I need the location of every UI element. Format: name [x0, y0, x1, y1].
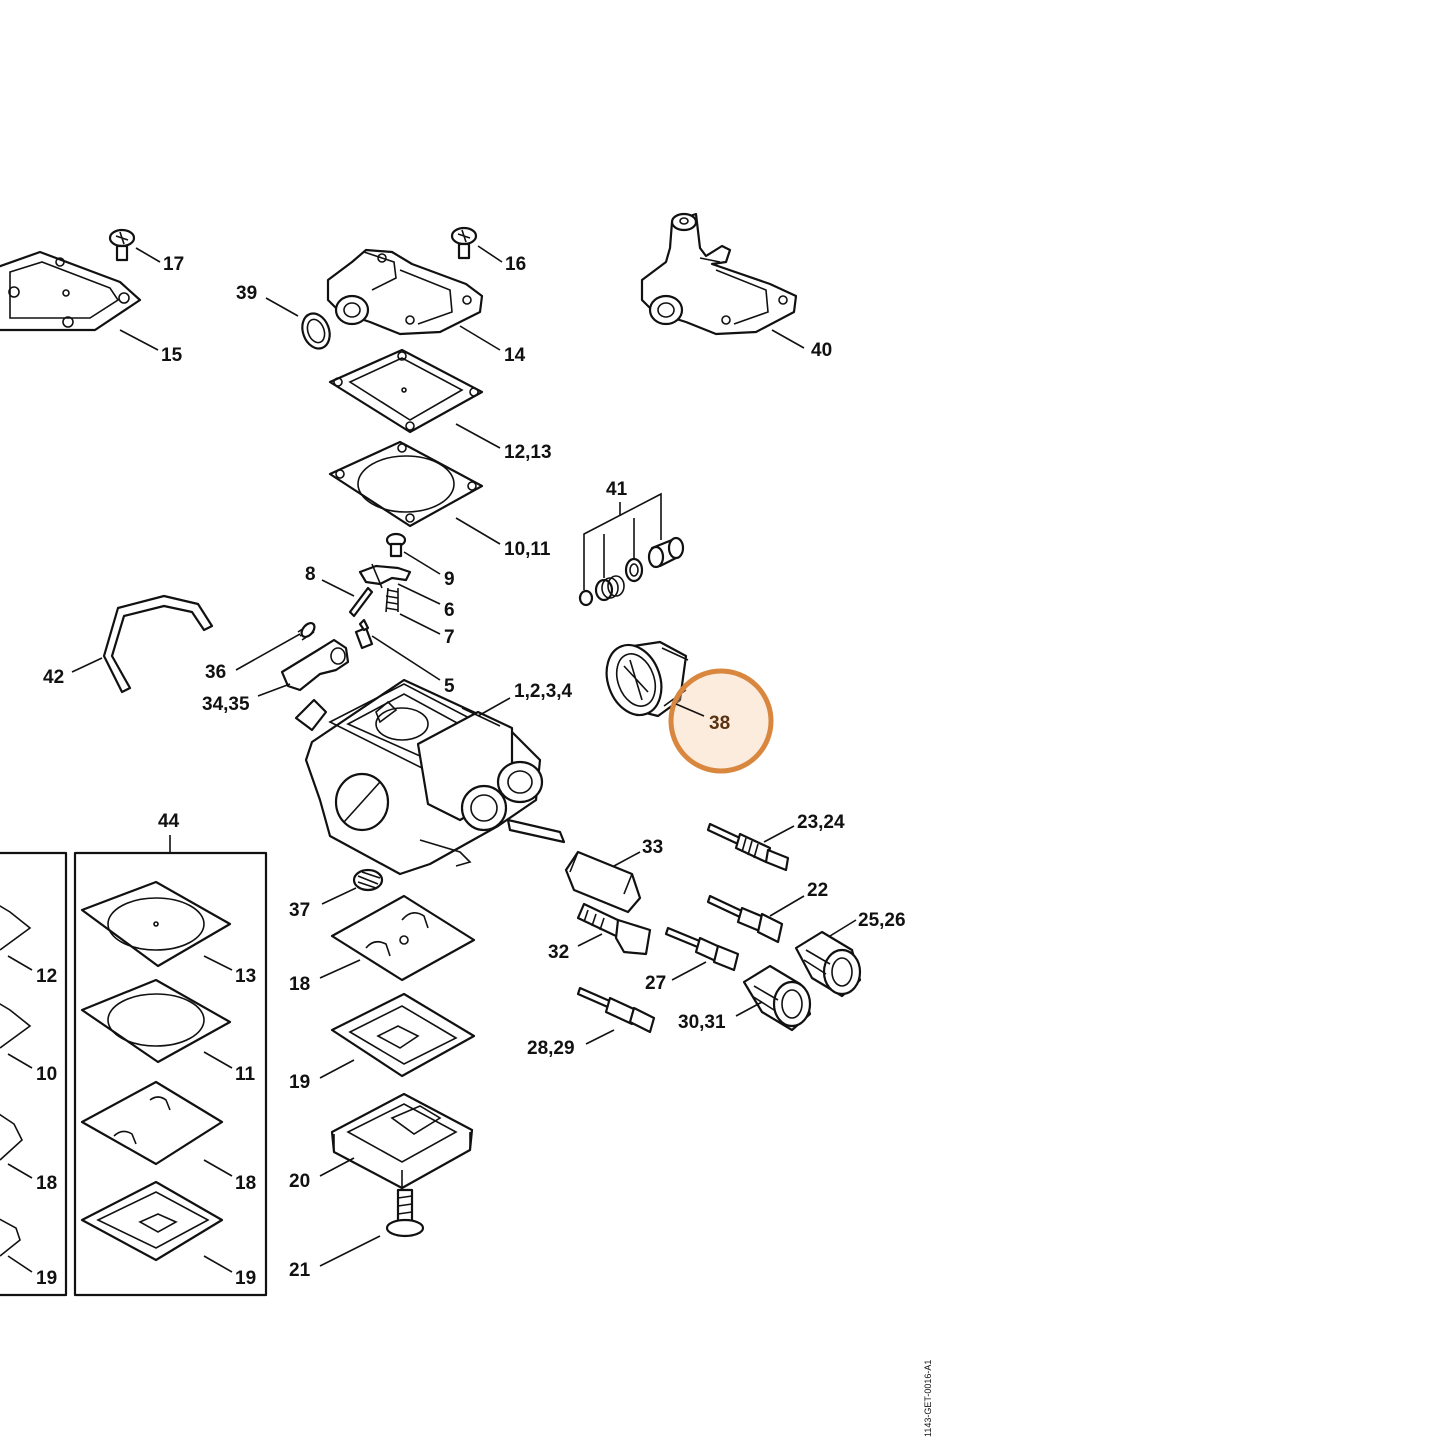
label-42: 42 [43, 667, 64, 688]
label-40: 40 [811, 340, 832, 361]
part-25-26-limiter-cap[interactable] [794, 930, 862, 998]
label-1-2-3-4: 1,2,3,4 [514, 681, 573, 702]
part-17-screw[interactable] [108, 228, 136, 262]
kit-label-13: 13 [235, 966, 256, 987]
part-22-adjusting-screw[interactable] [706, 894, 784, 944]
label-6: 6 [444, 600, 455, 621]
part-18-valve-plate[interactable] [330, 894, 476, 982]
label-22: 22 [807, 880, 828, 901]
part-38-pump-ring[interactable] [597, 637, 689, 722]
label-10-11: 10,11 [504, 539, 551, 560]
label-8: 8 [305, 564, 316, 585]
part-1-4-carburetor-body[interactable] [294, 678, 566, 876]
label-32: 32 [548, 942, 569, 963]
kit-label-11: 11 [235, 1064, 256, 1085]
part-37-strainer[interactable] [352, 868, 384, 892]
highlighted-label-38: 38 [709, 713, 730, 734]
label-12-13: 12,13 [504, 442, 552, 463]
part-12-13-diaphragm[interactable] [328, 348, 484, 434]
drawing-id: 1143-GET-0016-A1 [918, 1342, 936, 1442]
partial-kit-label-12: 12 [36, 966, 57, 987]
partial-kit-label-10: 10 [36, 1064, 57, 1085]
part-15-cover[interactable] [0, 250, 142, 332]
part-14-pump-cover[interactable] [326, 248, 484, 336]
label-21: 21 [289, 1260, 311, 1281]
part-10-11-gasket[interactable] [328, 440, 484, 528]
part-33-housing[interactable] [564, 850, 642, 914]
label-18: 18 [289, 974, 310, 995]
label-23-24: 23,24 [797, 812, 845, 833]
label-17: 17 [163, 254, 184, 275]
kit-label-18: 18 [235, 1173, 256, 1194]
label-25-26: 25,26 [858, 910, 906, 931]
part-19-gasket[interactable] [330, 992, 476, 1078]
part-20-end-cover[interactable] [330, 1092, 474, 1190]
kit-44-box[interactable] [73, 835, 268, 1297]
part-5-needle-valve[interactable] [354, 618, 374, 650]
label-37: 37 [289, 900, 310, 921]
label-15: 15 [161, 345, 183, 366]
label-7: 7 [444, 627, 455, 648]
part-30-31-limiter-cap[interactable] [742, 964, 812, 1032]
label-16: 16 [505, 254, 526, 275]
label-30-31: 30,31 [678, 1012, 726, 1033]
part-7-spring[interactable] [385, 587, 399, 613]
part-36-spring[interactable] [297, 621, 317, 641]
part-40-pump-cover[interactable] [640, 212, 798, 336]
part-23-24-adjusting-screw[interactable] [706, 822, 790, 872]
label-41: 41 [606, 479, 628, 500]
part-27-adjusting-screw[interactable] [664, 926, 740, 972]
label-5: 5 [444, 676, 455, 697]
part-39-o-ring[interactable] [298, 310, 335, 353]
label-14: 14 [504, 345, 526, 366]
part-28-29-adjusting-screw[interactable] [576, 986, 656, 1034]
kit-label-19: 19 [235, 1268, 256, 1289]
partial-kit-label-19: 19 [36, 1268, 57, 1289]
part-8-pin[interactable] [348, 586, 374, 618]
label-36: 36 [205, 662, 226, 683]
label-20: 20 [289, 1171, 310, 1192]
label-44: 44 [158, 811, 180, 832]
highlight-callout-circle[interactable] [668, 668, 774, 774]
part-9-screw[interactable] [385, 532, 407, 558]
partial-kit-label-18: 18 [36, 1173, 57, 1194]
kit-box-partial[interactable] [0, 851, 68, 1297]
part-41-valve-kit[interactable] [578, 536, 685, 607]
label-27: 27 [645, 973, 666, 994]
part-34-35-lever[interactable] [280, 638, 350, 692]
drawing-id-text: 1143-GET-0016-A1 [923, 1359, 933, 1437]
label-39: 39 [236, 283, 257, 304]
label-28-29: 28,29 [527, 1038, 575, 1059]
part-16-screw[interactable] [450, 226, 478, 260]
part-21-screw[interactable] [385, 1188, 425, 1238]
label-34-35: 34,35 [202, 694, 250, 715]
part-32-valve[interactable] [576, 902, 652, 956]
label-19: 19 [289, 1072, 310, 1093]
label-9: 9 [444, 569, 455, 590]
label-33: 33 [642, 837, 663, 858]
part-42-hose[interactable] [102, 594, 214, 694]
part-6-lever[interactable] [358, 563, 412, 589]
